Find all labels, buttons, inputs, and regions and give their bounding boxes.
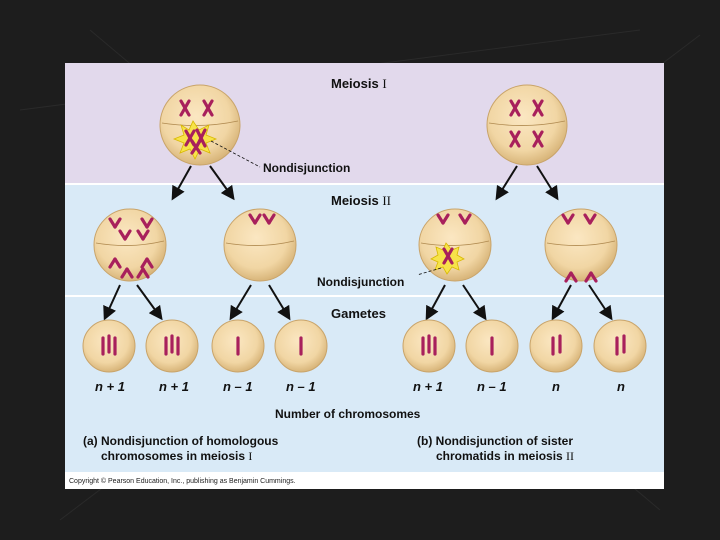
chromosome-glyph — [589, 271, 598, 283]
caption-b-line2: chromatids in meiosis II — [436, 449, 574, 463]
nondisjunction-label-2: Nondisjunction — [317, 275, 404, 289]
chromosome-glyph — [441, 213, 450, 225]
arrow-down-icon — [462, 284, 487, 321]
arrow-down-icon — [588, 284, 613, 321]
chromosome-glyph — [113, 217, 122, 229]
arrow-down-icon — [136, 284, 163, 321]
chromosome-glyph — [532, 99, 544, 117]
chromosome-glyph — [267, 213, 276, 225]
chromosome-glyph — [253, 213, 262, 225]
meiosis-1-title: Meiosis I — [331, 76, 387, 91]
figure-panel: Meiosis I Meiosis II Gametes — [65, 63, 664, 489]
arrow-down-icon — [268, 284, 291, 321]
axis-caption: Number of chromosomes — [275, 407, 421, 421]
arrow-down-icon — [551, 284, 572, 321]
nondisjunction-label-1: Nondisjunction — [263, 161, 350, 175]
chromosome-glyph — [509, 130, 521, 148]
gamete-count-4: n – 1 — [286, 379, 316, 394]
gamete-cell-7 — [529, 319, 583, 373]
chromosome-glyph — [184, 129, 196, 147]
gamete-count-5: n + 1 — [413, 379, 443, 394]
chromosome-glyph — [125, 267, 134, 279]
arrow-down-icon — [495, 165, 518, 201]
gamete-count-6: n – 1 — [477, 379, 507, 394]
arrow-down-icon — [171, 165, 192, 201]
arrow-down-icon — [209, 165, 235, 201]
chromosome-glyph — [569, 271, 578, 283]
chromosome-glyph — [141, 229, 150, 241]
nondisjunction-pointer — [416, 267, 442, 276]
meiosis-2-cell-2 — [223, 208, 297, 282]
caption-b-line1: (b) Nondisjunction of sister — [417, 434, 573, 448]
chromosome-glyph — [442, 247, 454, 265]
chromosome-glyph — [509, 99, 521, 117]
arrow-down-icon — [425, 284, 446, 321]
chromosome-glyph — [145, 217, 154, 229]
nondisjunction-pointer — [210, 140, 261, 168]
chromosome-glyph — [463, 213, 472, 225]
gamete-count-3: n – 1 — [223, 379, 253, 394]
meiosis-2-cell-3 — [418, 208, 492, 282]
meiosis-2-title: Meiosis II — [331, 193, 391, 208]
chromosome-glyph — [123, 229, 132, 241]
gamete-cell-8 — [593, 319, 647, 373]
gamete-count-8: n — [617, 379, 625, 394]
chromosome-glyph — [588, 213, 597, 225]
gamete-count-1: n + 1 — [95, 379, 125, 394]
gamete-counts: n + 1 n + 1 n – 1 n – 1 n + 1 n – 1 n n — [95, 379, 625, 394]
chromosome-glyph — [113, 257, 122, 269]
gamete-count-7: n — [552, 379, 560, 394]
arrow-down-icon — [229, 284, 252, 321]
chromosome-glyph — [141, 267, 150, 279]
chromosome-glyph — [190, 139, 202, 155]
copyright-strip — [65, 472, 664, 489]
arrow-down-icon — [536, 165, 559, 201]
chromosome-glyph — [202, 99, 214, 117]
arrows — [103, 165, 613, 321]
meiosis-2-cell-4 — [544, 208, 618, 282]
gamete-count-2: n + 1 — [159, 379, 189, 394]
caption-a-line1: (a) Nondisjunction of homologous — [83, 434, 279, 448]
caption-a-line2: chromosomes in meiosis I — [101, 449, 252, 463]
meiosis-1-cell-right — [486, 84, 568, 166]
gametes-title: Gametes — [331, 306, 386, 321]
copyright-text: Copyright © Pearson Education, Inc., pub… — [69, 477, 296, 485]
arrow-down-icon — [103, 284, 121, 321]
nondisjunction-diagram: Meiosis I Meiosis II Gametes — [65, 63, 664, 489]
chromosomes — [101, 99, 626, 356]
meiosis-2-cell-1 — [93, 208, 167, 282]
chromosome-glyph — [179, 99, 191, 117]
chromosome-glyph — [532, 130, 544, 148]
chromosome-glyph — [145, 257, 154, 269]
chromosome-glyph — [566, 213, 575, 225]
